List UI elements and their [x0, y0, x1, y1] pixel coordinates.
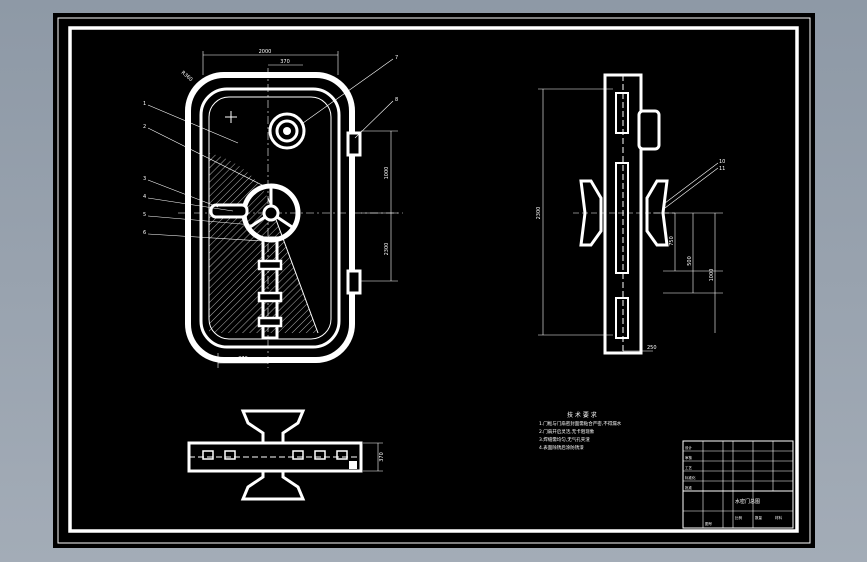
- leader-1: [147, 104, 239, 144]
- side-section-3: [615, 297, 629, 339]
- notes-line-4: 4.表面除锈后涂防锈漆: [539, 444, 584, 451]
- side-dim-thickness-label: 250: [647, 345, 657, 351]
- handwheel-hub: [262, 204, 280, 222]
- hatch-edge: [267, 197, 319, 334]
- dim-lower-height-label: 2300: [384, 243, 390, 256]
- callout-10: 10: [719, 159, 725, 165]
- notes-line-3: 3.焊缝需均匀,无气孔夹渣: [539, 436, 590, 443]
- front-view[interactable]: 2000 370 1000 2300 370 R360 1 2 3 4 5 6 …: [143, 49, 403, 368]
- spindle-collar-2: [257, 291, 283, 303]
- callout-11: 11: [719, 166, 725, 172]
- tb-label-1: 比例: [735, 515, 743, 520]
- sheet-background: [53, 13, 815, 548]
- dim-offset-top-label: 370: [280, 59, 290, 65]
- bottom-handwheel-bottom: [240, 469, 306, 501]
- side-dim-height-label: 500: [687, 256, 693, 266]
- notes-line-1: 1.门框与门扇密封面需贴合严密,不得漏水: [539, 420, 622, 427]
- tb-row-4: 标准化: [685, 475, 696, 480]
- leader-5: [147, 215, 254, 226]
- tb-label-4: 图号: [705, 521, 713, 526]
- notes-line-2: 2.门扇开启灵活,无卡阻现象: [539, 428, 595, 435]
- locking-spindle: [261, 236, 279, 340]
- handwheel-spoke-2: [249, 215, 266, 229]
- callout-3: 3: [143, 176, 146, 182]
- bottom-slot-3: [292, 450, 304, 460]
- tb-row-5: 批准: [685, 485, 693, 490]
- leader-2: [147, 127, 269, 189]
- callout-7: 7: [395, 55, 398, 61]
- handwheel-spoke-3: [276, 215, 293, 229]
- dog-lever: [209, 203, 249, 219]
- spindle-collar-1: [257, 259, 283, 271]
- drawing-sheet[interactable]: 2000 370 1000 2300 370 R360 1 2 3 4 5 6 …: [53, 13, 815, 548]
- side-dim-handle-label: 750: [669, 236, 675, 246]
- leader-7: [302, 58, 394, 124]
- tb-label-2: 数量: [755, 515, 763, 520]
- side-section-1: [615, 92, 629, 134]
- side-view[interactable]: 2300 750 500 1000 250 10 11: [536, 73, 725, 355]
- door-frame-inner: [199, 87, 341, 349]
- sight-glass-inner: [275, 119, 299, 143]
- title-block-frame: [682, 440, 794, 529]
- bottom-hinge-block: [349, 461, 357, 469]
- drawing-name: 水密门总图: [735, 498, 760, 505]
- tb-label-3: 材料: [775, 515, 783, 520]
- callout-1: 1: [143, 101, 146, 107]
- callout-4: 4: [143, 194, 146, 200]
- side-dim-total-label: 2300: [536, 207, 542, 220]
- side-leader-10: [664, 162, 719, 204]
- callout-6: 6: [143, 230, 146, 236]
- bottom-slot-5: [336, 450, 348, 460]
- tb-row-1: 设计: [685, 445, 693, 450]
- leader-3: [147, 179, 219, 208]
- door-frame-outer: [185, 72, 355, 363]
- dim-width-label: 2000: [259, 49, 272, 55]
- dim-upper-height-label: 1000: [384, 167, 390, 180]
- side-dim-lower-label: 1000: [709, 269, 715, 282]
- callout-5: 5: [143, 212, 146, 218]
- side-leader-11: [664, 167, 719, 209]
- inner-border: [68, 26, 799, 533]
- technical-notes: 技 术 要 求 1.门框与门扇密封面需贴合严密,不得漏水 2.门扇开启灵活,无卡…: [539, 411, 622, 451]
- tb-row-3: 工艺: [685, 465, 693, 470]
- side-hinge: [637, 109, 661, 151]
- callout-2: 2: [143, 124, 146, 130]
- spindle-collar-3: [257, 316, 283, 328]
- bottom-handwheel-top: [240, 409, 306, 445]
- sight-glass-center: [283, 127, 291, 135]
- bottom-dim-thickness-label: 370: [379, 452, 385, 462]
- callout-8: 8: [395, 97, 398, 103]
- side-section-2: [615, 162, 629, 274]
- sight-glass-outer: [268, 112, 306, 150]
- notes-title: 技 术 要 求: [567, 411, 597, 419]
- upper-hinge: [346, 131, 362, 157]
- leader-6: [147, 233, 264, 242]
- lower-hinge: [346, 269, 362, 295]
- bottom-slot-2: [224, 450, 236, 460]
- title-block[interactable]: 水密门总图 设计 审核 工艺 标准化 批准 比例 数量 材料 图号: [682, 440, 794, 529]
- outer-border: [57, 17, 811, 544]
- tb-row-2: 审核: [685, 455, 693, 460]
- bottom-view[interactable]: 370: [187, 409, 385, 501]
- leader-8: [354, 100, 394, 139]
- leader-4: [147, 197, 234, 212]
- bottom-slot-4: [314, 450, 326, 460]
- bottom-slot-1: [202, 450, 214, 460]
- dim-bottom-offset-label: 370: [238, 356, 248, 362]
